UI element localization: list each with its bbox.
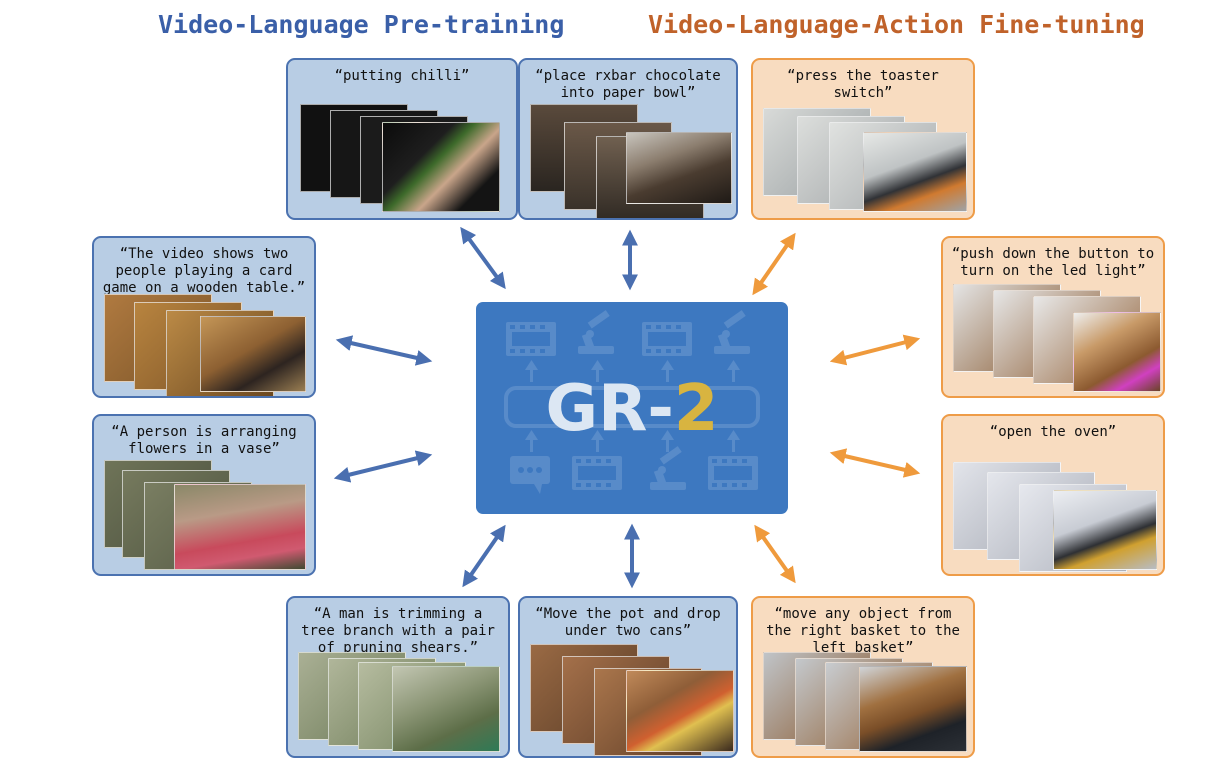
up-arrow-icon [525, 360, 538, 382]
arrow-chilli [460, 226, 506, 290]
gr2-label-main: GR- [545, 372, 674, 446]
finetuning-clip-basket[interactable]: “move any object from the right basket t… [751, 596, 975, 758]
video-frame-stack [104, 294, 312, 396]
pretraining-clip-rxbar[interactable]: “place rxbar chocolate into paper bowl” [518, 58, 738, 220]
up-arrow-icon [525, 430, 538, 452]
transformer-bar [504, 386, 760, 428]
up-arrow-icon [661, 430, 674, 452]
robot-arm-icon [714, 310, 750, 354]
video-frame-stack [104, 460, 312, 572]
video-frame-stack [530, 644, 736, 756]
gr2-label: GR-2 [476, 374, 788, 444]
video-frame-stack [763, 652, 971, 754]
robot-arm-icon [650, 446, 686, 490]
clip-caption: “putting chilli” [334, 68, 470, 84]
film-icon [506, 322, 556, 356]
up-arrow-icon [727, 360, 740, 382]
chat-icon [510, 456, 550, 494]
clip-caption: “The video shows two people playing a ca… [102, 246, 306, 296]
finetuning-clip-oven[interactable]: “open the oven” [941, 414, 1165, 576]
pretraining-clip-card-game[interactable]: “The video shows two people playing a ca… [92, 236, 316, 398]
finetuning-clip-toaster[interactable]: “press the toaster switch” [751, 58, 975, 220]
pretraining-heading: Video-Language Pre-training [158, 10, 565, 39]
arrow-led-light [829, 334, 921, 366]
robot-arm-icon [578, 310, 614, 354]
arrow-card-game [335, 335, 433, 366]
pretraining-clip-chilli[interactable]: “putting chilli” [286, 58, 518, 220]
gr2-label-number: 2 [673, 372, 719, 446]
clip-caption: “open the oven” [989, 424, 1117, 440]
clip-caption: “place rxbar chocolate into paper bowl” [535, 68, 721, 101]
clip-caption: “A man is trimming a tree branch with a … [301, 606, 495, 656]
clip-caption: “press the toaster switch” [787, 68, 939, 101]
arrow-trimming [462, 524, 506, 588]
video-frame-stack [953, 284, 1161, 394]
film-icon [572, 456, 622, 490]
video-frame-stack [953, 462, 1161, 572]
clip-caption: “Move the pot and drop under two cans” [535, 606, 721, 639]
center-background-icons [504, 310, 760, 494]
arrow-oven [829, 448, 921, 478]
finetuning-heading: Video-Language-Action Fine-tuning [648, 10, 1145, 39]
clip-caption: “move any object from the right basket t… [766, 606, 960, 656]
arrow-basket [754, 524, 796, 584]
video-frame-stack [763, 108, 971, 214]
video-frame-stack [530, 104, 735, 218]
arrow-toaster [752, 232, 796, 296]
pretraining-clip-pot[interactable]: “Move the pot and drop under two cans” [518, 596, 738, 758]
clip-caption: “push down the button to turn on the led… [951, 246, 1155, 279]
video-frame-stack [298, 652, 506, 754]
arrow-flowers [333, 450, 433, 483]
gr2-model-block: GR-2 [476, 302, 788, 514]
pretraining-clip-trimming[interactable]: “A man is trimming a tree branch with a … [286, 596, 510, 758]
up-arrow-icon [591, 430, 604, 452]
up-arrow-icon [661, 360, 674, 382]
film-icon [642, 322, 692, 356]
film-icon [708, 456, 758, 490]
pretraining-clip-flowers[interactable]: “A person is arranging flowers in a vase… [92, 414, 316, 576]
video-frame-stack [300, 104, 510, 214]
up-arrow-icon [727, 430, 740, 452]
clip-caption: “A person is arranging flowers in a vase… [111, 424, 297, 457]
up-arrow-icon [591, 360, 604, 382]
finetuning-clip-led-light[interactable]: “push down the button to turn on the led… [941, 236, 1165, 398]
